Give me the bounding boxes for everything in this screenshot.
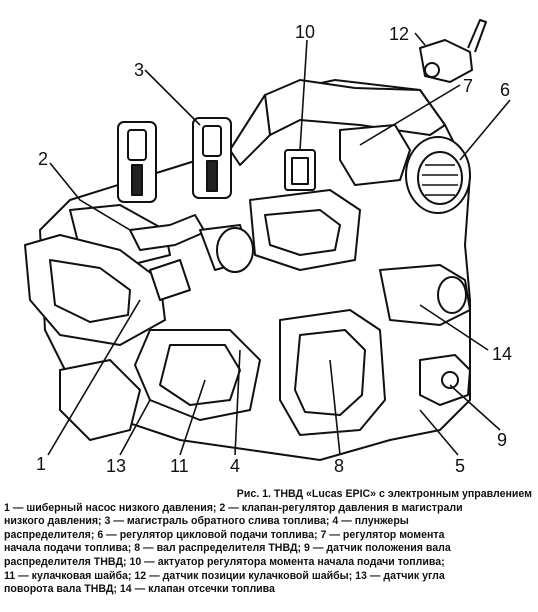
callout-5: 5 [455, 456, 465, 476]
caption-line: начала подачи топлива; 8 — вал распредел… [4, 542, 451, 555]
caption-line: поворота вала ТНВД; 14 — клапан отсечки … [4, 583, 275, 596]
callout-1: 1 [36, 454, 46, 474]
callout-12: 12 [389, 24, 409, 44]
caption-title: Рис. 1. ТНВД «Lucas EPIC» с электронным … [236, 488, 532, 500]
caption-line: низкого давления; 3 — магистраль обратно… [4, 515, 409, 528]
pump-illustration: 1 2 3 4 5 6 7 8 9 10 11 12 13 14 [24, 19, 512, 476]
caption-line: распределителя; 6 — регулятор цикловой п… [4, 528, 445, 541]
callout-6: 6 [500, 80, 510, 100]
caption-line: распределителя ТНВД; 10 — актуатор регул… [4, 555, 445, 568]
callout-3: 3 [134, 60, 144, 80]
shaft-angle-sensor [59, 359, 141, 441]
callout-14: 14 [492, 344, 512, 364]
callout-13: 13 [106, 456, 126, 476]
callout-10: 10 [295, 22, 315, 42]
callout-2: 2 [38, 149, 48, 169]
callout-4: 4 [230, 456, 240, 476]
callout-7: 7 [463, 76, 473, 96]
figure-caption: Рис. 1. ТНВД «Lucas EPIC» с электронным … [4, 488, 534, 597]
caption-line: 11 — кулачковая шайба; 12 — датчик позиц… [4, 569, 445, 582]
callout-8: 8 [334, 456, 344, 476]
callout-11: 11 [170, 456, 189, 476]
callout-9: 9 [497, 430, 507, 450]
caption-line: 1 — шиберный насос низкого давления; 2 —… [4, 501, 463, 514]
